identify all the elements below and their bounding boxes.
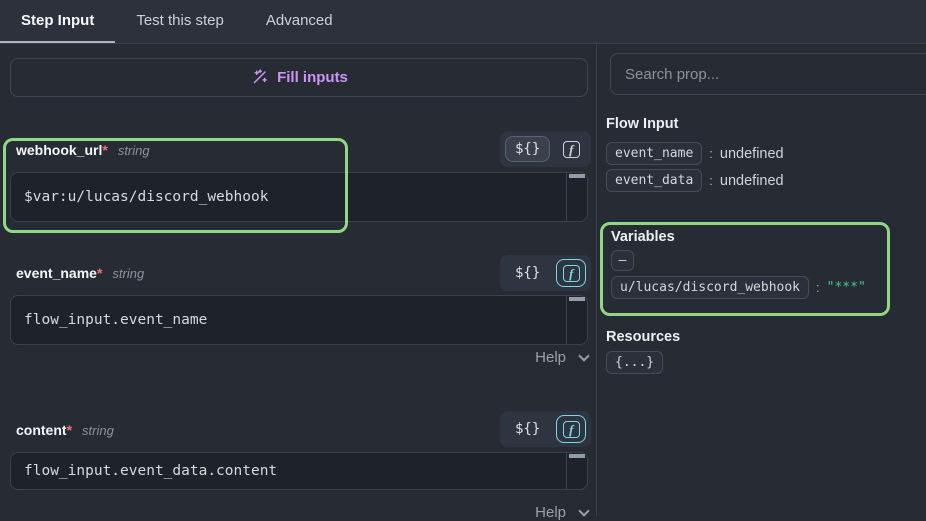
field-name: content* — [16, 422, 73, 438]
function-mode-toggle[interactable]: f — [556, 415, 587, 443]
flow-input-row-event-data: event_data : undefined — [606, 169, 784, 192]
flow-input-row-event-name: event_name : undefined — [606, 142, 784, 165]
variable-row-discord-webhook: u/lucas/discord_webhook : "***" — [611, 276, 879, 299]
required-asterisk: * — [102, 142, 108, 158]
tab-test-this-step[interactable]: Test this step — [136, 12, 224, 29]
help-label: Help — [535, 504, 566, 521]
field-type: string — [112, 266, 145, 281]
field-label-content: content* string — [16, 422, 114, 438]
content-value: flow_input.event_data.content — [24, 463, 278, 479]
prop-pill-event-name[interactable]: event_name — [606, 142, 703, 165]
scrollbar-thumb[interactable] — [569, 174, 585, 178]
tab-step-input[interactable]: Step Input — [0, 0, 116, 43]
required-asterisk: * — [66, 422, 73, 438]
step-input-panel: Fill inputs webhook_url* string ${} f $v… — [0, 44, 597, 521]
content-input[interactable]: flow_input.event_data.content — [10, 452, 588, 490]
function-icon: f — [562, 420, 580, 438]
field-type: string — [82, 423, 114, 438]
editor-scrollbar — [566, 173, 587, 221]
prop-pill-event-data[interactable]: event_data — [606, 169, 703, 192]
resources-section-title: Resources — [606, 329, 681, 345]
field-name: event_name* — [16, 265, 103, 281]
chevron-down-icon — [578, 350, 590, 362]
event-name-value: flow_input.event_name — [24, 312, 208, 328]
flow-input-section-title: Flow Input — [606, 116, 679, 132]
variable-pill-discord-webhook[interactable]: u/lucas/discord_webhook — [611, 276, 810, 299]
expr-mode-toggle[interactable]: ${} — [515, 421, 541, 437]
required-asterisk: * — [96, 265, 103, 281]
variables-section-title: Variables — [611, 229, 675, 245]
step-tab-bar: Step Input Test this step Advanced — [0, 0, 926, 44]
field-label-webhook-url: webhook_url* string — [16, 142, 150, 158]
editor-scrollbar — [566, 453, 587, 489]
expr-mode-toggle[interactable]: ${} — [505, 136, 551, 162]
field-name: webhook_url* — [16, 142, 108, 158]
fill-inputs-label: Fill inputs — [277, 69, 348, 86]
magic-wand-icon — [250, 68, 268, 87]
variables-highlight-box: Variables – u/lucas/discord_webhook : "*… — [600, 222, 890, 316]
webhook-url-mode-toggles: ${} f — [500, 131, 592, 167]
prop-value: undefined — [719, 172, 784, 189]
resources-object-badge[interactable]: {...} — [606, 351, 664, 374]
prop-picker-panel: Flow Input event_name : undefined event_… — [598, 44, 926, 516]
function-mode-toggle[interactable]: f — [556, 135, 586, 163]
prop-value: undefined — [719, 145, 784, 162]
scrollbar-thumb[interactable] — [569, 297, 585, 301]
content-mode-toggles: ${} f — [500, 411, 592, 447]
fill-inputs-button[interactable]: Fill inputs — [10, 58, 588, 97]
function-icon: f — [562, 140, 580, 158]
tab-advanced[interactable]: Advanced — [265, 12, 333, 29]
variable-secret-value: "***" — [826, 280, 866, 295]
key-value-separator: : — [709, 173, 713, 188]
function-icon: f — [562, 264, 580, 282]
webhook-url-value: $var:u/lucas/discord_webhook — [24, 189, 269, 205]
chevron-down-icon — [578, 505, 590, 517]
function-mode-toggle[interactable]: f — [556, 259, 587, 287]
variables-collapse-badge[interactable]: – — [611, 250, 634, 271]
event-name-help-toggle[interactable]: Help — [10, 349, 590, 366]
webhook-url-input[interactable]: $var:u/lucas/discord_webhook — [10, 172, 588, 222]
event-name-input[interactable]: flow_input.event_name — [10, 295, 588, 345]
field-label-event-name: event_name* string — [16, 265, 144, 281]
help-label: Help — [535, 349, 566, 366]
content-help-toggle[interactable]: Help — [10, 504, 590, 521]
expr-mode-toggle[interactable]: ${} — [515, 265, 541, 281]
key-value-separator: : — [709, 146, 713, 161]
field-type: string — [117, 143, 150, 158]
key-value-separator: : — [816, 280, 820, 295]
event-name-mode-toggles: ${} f — [500, 255, 592, 291]
editor-scrollbar — [566, 296, 587, 344]
scrollbar-thumb[interactable] — [569, 454, 585, 458]
search-prop-input[interactable] — [610, 53, 926, 95]
